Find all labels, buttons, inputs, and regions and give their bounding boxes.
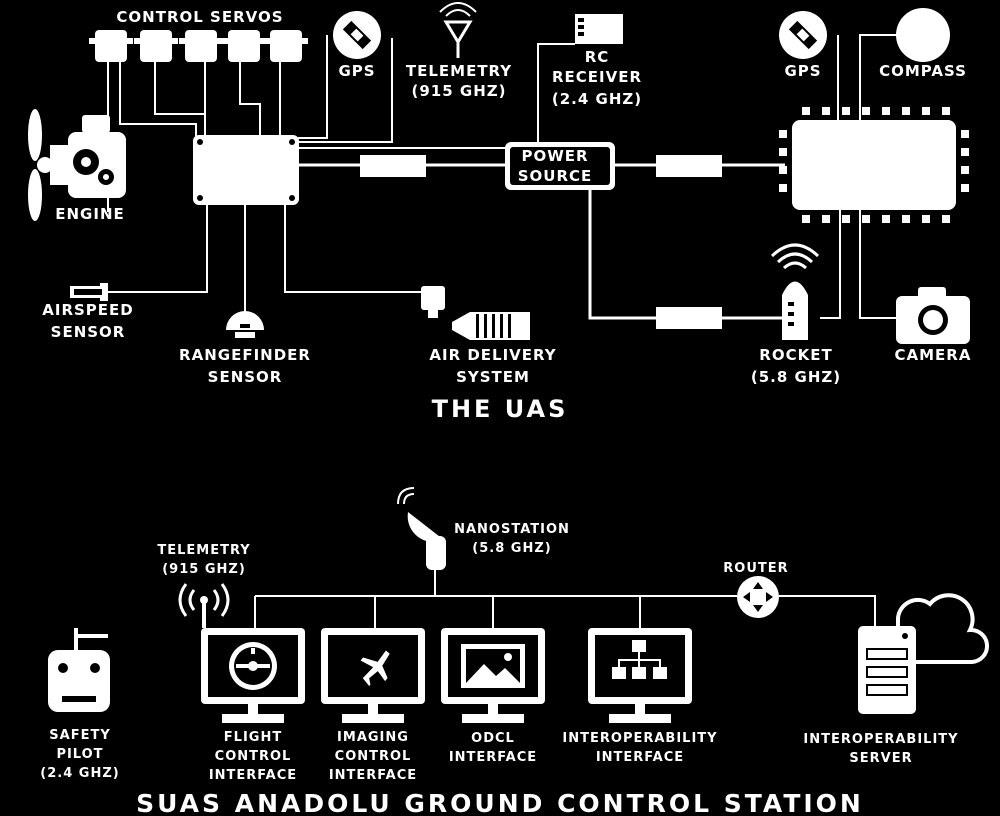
rocket-icon — [770, 243, 820, 340]
telemetry-uas-label-1: TELEMETRY — [406, 62, 512, 80]
rangefinder-sensor-icon — [226, 311, 264, 338]
imaging-control-label-2: CONTROL — [335, 749, 412, 764]
odcl-label-1: ODCL — [471, 731, 515, 746]
air-delivery-label-1: AIR DELIVERY — [429, 346, 556, 364]
uas-title: THE UAS — [432, 395, 569, 423]
power-source-label-1: POWER — [521, 147, 588, 165]
rc-receiver-label-3: (2.4 GHZ) — [552, 90, 642, 108]
imaging-control-label-3: INTERFACE — [329, 768, 417, 783]
power-source-label-2: SOURCE — [518, 167, 593, 185]
imaging-control-label-1: IMAGING — [337, 730, 409, 745]
interop-server-label-2: SERVER — [849, 751, 912, 766]
rocket-connector — [656, 307, 722, 329]
airspeed-sensor-icon — [70, 283, 108, 301]
flight-controller-left — [193, 135, 299, 205]
compass-icon — [896, 8, 950, 62]
servo-icon — [222, 30, 266, 62]
flight-controller-chip — [779, 107, 969, 223]
engine-label: ENGINE — [55, 205, 125, 223]
rocket-label-1: ROCKET — [759, 346, 832, 364]
telemetry-uas-label-2: (915 GHZ) — [412, 82, 507, 100]
router-icon — [737, 576, 779, 618]
power-connector-left — [360, 155, 426, 177]
gcs-telemetry-antenna-icon — [178, 583, 230, 628]
interop-interface-label-2: INTERFACE — [596, 750, 684, 765]
camera-icon — [896, 287, 970, 344]
rocket-label-2: (5.8 GHZ) — [751, 368, 841, 386]
uas-connection-lines — [105, 34, 923, 320]
control-servos-label: CONTROL SERVOS — [116, 8, 283, 26]
safety-pilot-label-3: (2.4 GHZ) — [40, 766, 119, 781]
rc-receiver-label-1: RC — [585, 48, 610, 66]
rangefinder-label-1: RANGEFINDER — [179, 346, 311, 364]
airspeed-label-1: AIRSPEED — [42, 301, 133, 319]
safety-pilot-controller-icon — [48, 628, 110, 712]
rangefinder-label-2: SENSOR — [208, 368, 283, 386]
servo-icon — [264, 30, 308, 62]
telemetry-antenna-icon — [439, 2, 477, 58]
servo-icon — [134, 30, 178, 62]
engine-icon — [28, 109, 126, 221]
power-source-box — [505, 142, 615, 190]
gcs-telemetry-label-2: (915 GHZ) — [162, 562, 246, 577]
interop-interface-label-1: INTEROPERABILITY — [562, 731, 717, 746]
gps-left-label: GPS — [338, 62, 375, 80]
airspeed-label-2: SENSOR — [51, 323, 126, 341]
compass-label: COMPASS — [879, 62, 967, 80]
servo-icon — [89, 30, 133, 62]
gcs-connection-lines — [254, 570, 876, 628]
gcs-title: SUAS ANADOLU GROUND CONTROL STATION — [136, 789, 864, 816]
flight-control-label-3: INTERFACE — [209, 768, 297, 783]
interop-server-label-1: INTEROPERABILITY — [803, 732, 958, 747]
odcl-monitor-icon — [441, 628, 545, 723]
cloud-icon — [896, 593, 989, 664]
flight-control-label-2: CONTROL — [215, 749, 292, 764]
safety-pilot-label-2: PILOT — [56, 747, 103, 762]
rc-receiver-icon — [575, 14, 623, 44]
rc-receiver-label-2: RECEIVER — [552, 68, 642, 86]
router-label: ROUTER — [723, 561, 788, 576]
interoperability-monitor-icon — [588, 628, 692, 723]
nanostation-label-1: NANOSTATION — [454, 522, 570, 537]
air-delivery-system-icon — [421, 286, 530, 340]
control-servos — [89, 30, 308, 62]
flight-control-monitor-icon — [201, 628, 305, 723]
nanostation-dish-icon — [397, 487, 446, 570]
odcl-label-2: INTERFACE — [449, 750, 537, 765]
gps-satellite-icon — [333, 11, 381, 59]
servo-icon — [179, 30, 223, 62]
safety-pilot-label-1: SAFETY — [49, 728, 110, 743]
nanostation-label-2: (5.8 GHZ) — [472, 541, 551, 556]
gcs-telemetry-label-1: TELEMETRY — [157, 543, 250, 558]
camera-label: CAMERA — [895, 346, 972, 364]
interoperability-server-icon — [858, 626, 916, 714]
imaging-control-monitor-icon — [321, 628, 425, 723]
gps-right-label: GPS — [784, 62, 821, 80]
gps-satellite-icon — [779, 11, 827, 59]
air-delivery-label-2: SYSTEM — [456, 368, 530, 386]
flight-control-label-1: FLIGHT — [224, 730, 282, 745]
power-connector-right — [656, 155, 722, 177]
